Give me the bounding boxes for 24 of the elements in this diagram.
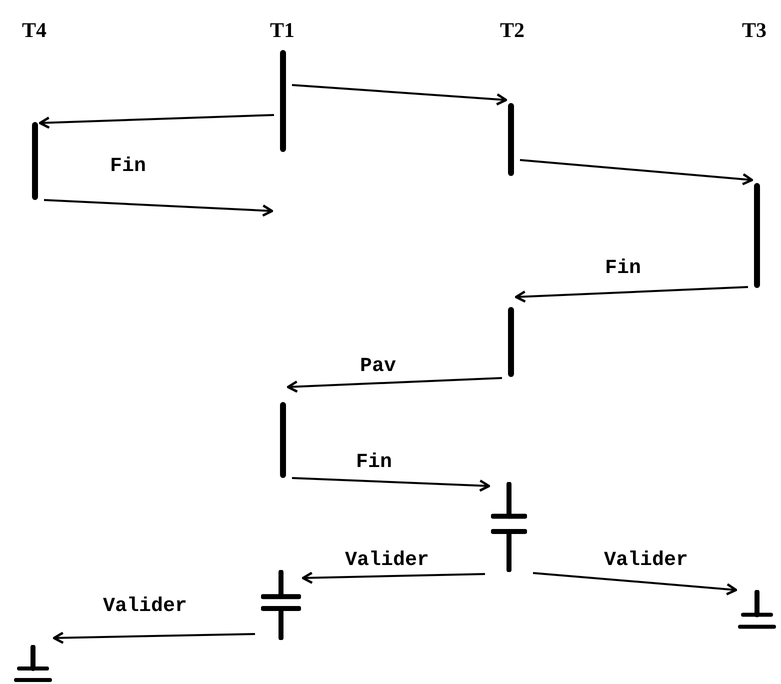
arrow [292, 84, 508, 106]
arrow [44, 199, 274, 217]
activity-bar [280, 50, 286, 152]
column-heading: T2 [500, 18, 525, 42]
end-symbol [738, 590, 776, 630]
arrow [52, 632, 256, 644]
arrow [514, 286, 748, 303]
activity-bar [32, 122, 38, 200]
column-heading: T4 [22, 18, 47, 42]
column-heading: T3 [742, 18, 767, 42]
activity-bar [280, 402, 286, 478]
arrow [520, 159, 754, 186]
commit-symbol [491, 482, 527, 572]
activity-bar [508, 307, 514, 377]
activity-bar [508, 103, 514, 176]
arrow [286, 377, 502, 393]
activity-bar [754, 183, 760, 288]
end-symbol [14, 645, 52, 683]
column-heading: T1 [270, 18, 295, 42]
arrow [38, 114, 274, 129]
commit-symbol [261, 570, 301, 640]
arrow [532, 572, 738, 596]
arrow [302, 572, 486, 584]
arrow [292, 477, 490, 492]
